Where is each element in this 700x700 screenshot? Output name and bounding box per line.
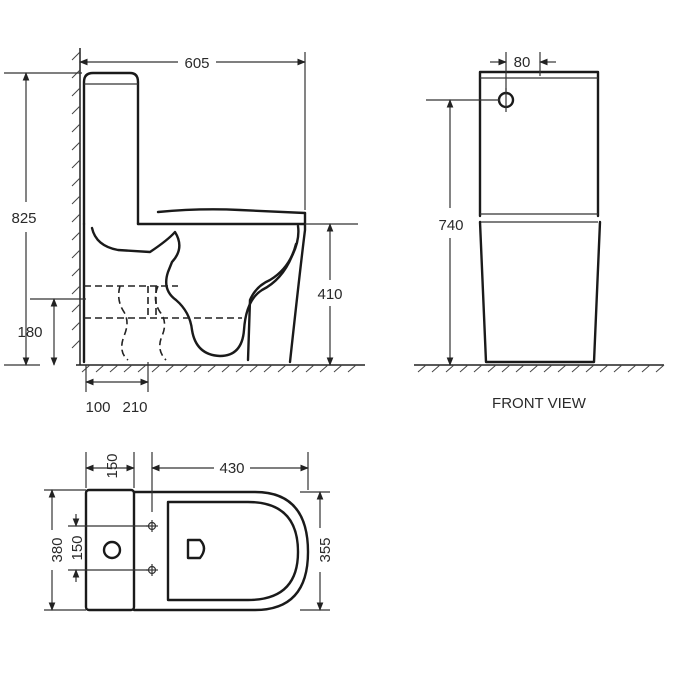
- bowl-side-outer: [288, 211, 307, 364]
- tank-depth-label: 150: [104, 453, 121, 478]
- bowl-trap: [90, 224, 300, 358]
- side-view: 605 825 410 180 100 210: [4, 48, 365, 416]
- bowl-length-label: 430: [219, 460, 244, 477]
- dim-825: [4, 72, 82, 366]
- side-width-label: 605: [184, 55, 209, 72]
- bowl-inner-line: [246, 242, 298, 362]
- total-width-label: 380: [49, 537, 66, 562]
- dim-100-210: [85, 362, 149, 392]
- hinge-icon: [186, 538, 206, 560]
- front-view-title: FRONT VIEW: [492, 395, 587, 412]
- outlet-trap: [84, 285, 242, 361]
- side-height-label: 825: [11, 210, 36, 227]
- dim-605: [79, 52, 306, 210]
- bowl-top: [132, 490, 310, 612]
- floor-hatch: [76, 364, 365, 373]
- dim-430: [151, 452, 309, 512]
- cistern-side: [82, 71, 140, 226]
- dim-150-top: [85, 452, 135, 488]
- seat-top: [166, 500, 300, 602]
- cistern-top: [84, 488, 136, 612]
- wall-hatch: [71, 48, 81, 365]
- top-view: 150 430 380 150: [44, 452, 334, 612]
- dim-380: [44, 489, 86, 611]
- dim-740: [426, 99, 500, 366]
- outlet-height-label: 180: [17, 324, 42, 341]
- front-view: 80 740 FRONT VIEW: [414, 52, 665, 412]
- bowl-height-label: 410: [317, 286, 342, 303]
- cistern-front: [478, 70, 600, 218]
- dim-150-holes: [68, 514, 148, 582]
- bottom-left-label: 100: [85, 399, 110, 416]
- hole-spacing-label: 150: [69, 535, 86, 560]
- dim-80: [490, 52, 556, 92]
- dim-355: [300, 491, 330, 611]
- bottom-right-label: 210: [122, 399, 147, 416]
- dim-410: [305, 223, 358, 366]
- fixing-holes: [146, 520, 158, 576]
- seat-side: [156, 208, 307, 215]
- bowl-width-label: 355: [317, 537, 334, 562]
- inlet-icon: [102, 540, 122, 560]
- dim-180: [30, 298, 86, 366]
- pedestal-front: [478, 220, 602, 364]
- front-height-label: 740: [438, 217, 463, 234]
- front-offset-label: 80: [514, 54, 531, 71]
- front-floor-hatch: [414, 364, 665, 373]
